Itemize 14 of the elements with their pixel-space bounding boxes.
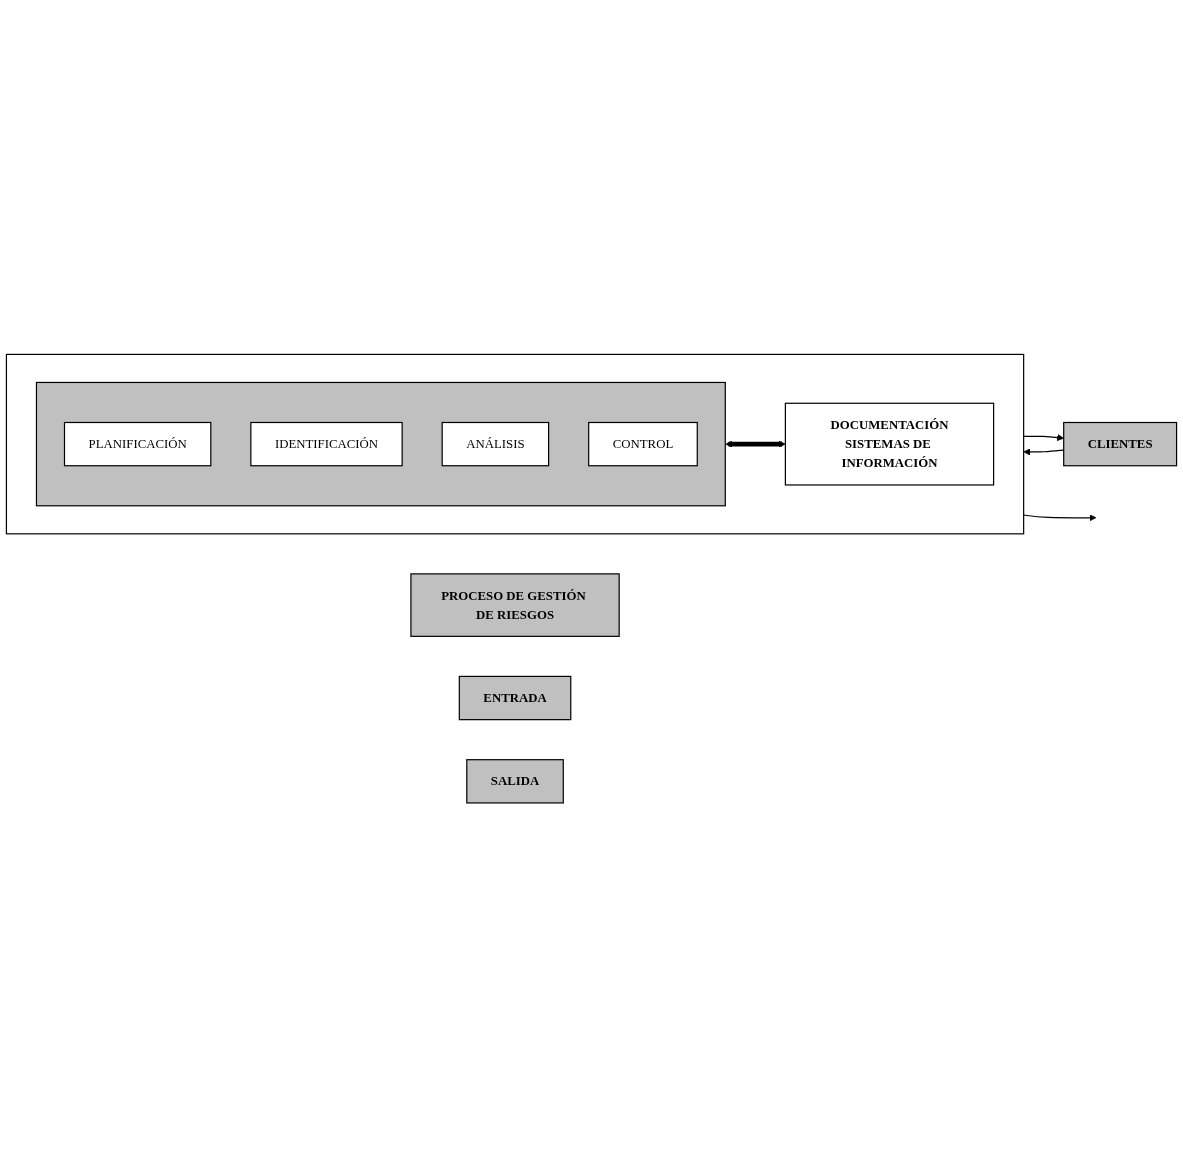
node-box: PROCESO DE GESTIÓN DE RIESGOS [410, 573, 620, 637]
arrow [725, 440, 786, 448]
node-box: CONTROL [588, 421, 698, 467]
cluster [5, 353, 1025, 535]
node-box: SALIDA [466, 758, 564, 804]
node-box: PLANIFICACIÓN [63, 421, 212, 467]
node-box: CLIENTES [1063, 421, 1178, 467]
cluster [35, 381, 726, 507]
node-box: DOCUMENTACIÓN SISTEMAS DE INFORMACIÓN [784, 402, 995, 486]
node-box: ENTRADA [458, 675, 572, 721]
node-box: IDENTIFICACIÓN [250, 421, 403, 467]
arrow [1023, 514, 1097, 522]
arrow [1023, 433, 1064, 441]
node-box: ANÁLISIS [441, 421, 550, 467]
